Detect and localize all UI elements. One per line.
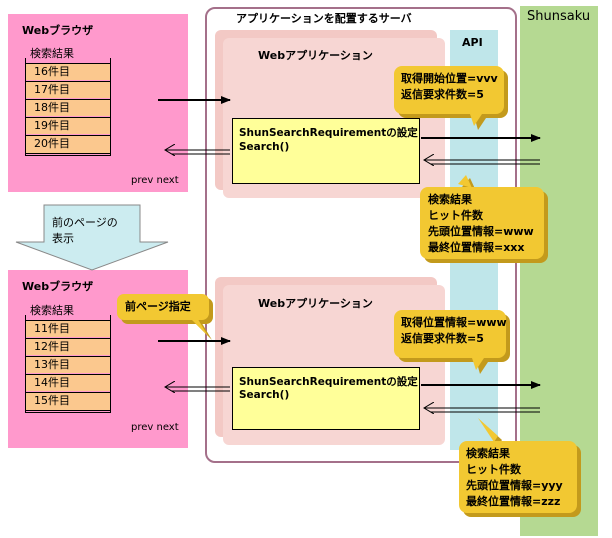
list-item: 19件目 [26, 117, 110, 134]
bottom-code-box: ShunSearchRequirementの設定 Search() [232, 367, 420, 430]
server-title: アプリケーションを配置するサーバ [236, 12, 412, 25]
prev-page-specify-label: 前ページ指定 [125, 300, 191, 313]
bottom-code-line1: ShunSearchRequirementの設定 [239, 376, 418, 388]
callout-response-top-line3: 先頭位置情報=www [428, 225, 534, 238]
callout-response-top [420, 175, 548, 263]
api-label: API [462, 36, 483, 49]
top-code-line1: ShunSearchRequirementの設定 [239, 127, 418, 139]
top-webapp-title: Webアプリケーション [258, 49, 373, 62]
list-item: 15件目 [26, 392, 110, 411]
callout-request-top-line1: 取得開始位置=vvv [401, 72, 498, 85]
callout-request-bottom-line1: 取得位置情報=www [401, 316, 507, 329]
callout-request-top-line2: 返信要求件数=5 [401, 88, 484, 101]
list-item: 12件目 [26, 338, 110, 355]
bottom-results-list: 11件目 12件目 13件目 14件目 15件目 [25, 315, 111, 413]
bottom-browser-title: Webブラウザ [22, 280, 94, 293]
callout-prev-page-specify [117, 294, 213, 340]
callout-response-top-line1: 検索結果 [428, 193, 472, 206]
list-item: 13件目 [26, 356, 110, 373]
bottom-code-line2: Search() [239, 389, 290, 401]
top-code-box: ShunSearchRequirementの設定 Search() [232, 118, 420, 184]
callout-response-bottom-line4: 最終位置情報=zzz [466, 495, 561, 508]
top-results-list: 16件目 17件目 18件目 19件目 20件目 [25, 58, 111, 156]
callout-request-top [394, 66, 508, 130]
bottom-prev-next[interactable]: prev next [131, 422, 179, 433]
top-prev-next[interactable]: prev next [131, 175, 179, 186]
callout-request-bottom-line2: 返信要求件数=5 [401, 332, 484, 345]
callout-response-bottom-line3: 先頭位置情報=yyy [466, 479, 563, 492]
list-item: 16件目 [26, 63, 110, 80]
callout-request-bottom [394, 310, 510, 374]
prev-page-text-line2: 表示 [52, 232, 74, 245]
prev-page-arrow-shape [15, 204, 169, 271]
callout-response-top-line4: 最終位置情報=xxx [428, 241, 525, 254]
list-item: 17件目 [26, 81, 110, 98]
callout-response-bottom [459, 418, 581, 517]
list-item: 14件目 [26, 374, 110, 391]
list-item: 18件目 [26, 99, 110, 116]
shunsaku-label: Shunsaku [527, 9, 591, 24]
bottom-results-label: 検索結果 [30, 304, 74, 317]
top-code-line2: Search() [239, 141, 290, 153]
callout-response-bottom-line2: ヒット件数 [466, 463, 521, 476]
callout-response-top-line2: ヒット件数 [428, 209, 483, 222]
list-item: 20件目 [26, 135, 110, 154]
prev-page-text-line1: 前のページの [52, 216, 118, 229]
top-browser-title: Webブラウザ [22, 24, 94, 37]
callout-response-bottom-line1: 検索結果 [466, 447, 510, 460]
list-item: 11件目 [26, 320, 110, 337]
top-results-label: 検索結果 [30, 47, 74, 60]
bottom-webapp-title: Webアプリケーション [258, 297, 373, 310]
